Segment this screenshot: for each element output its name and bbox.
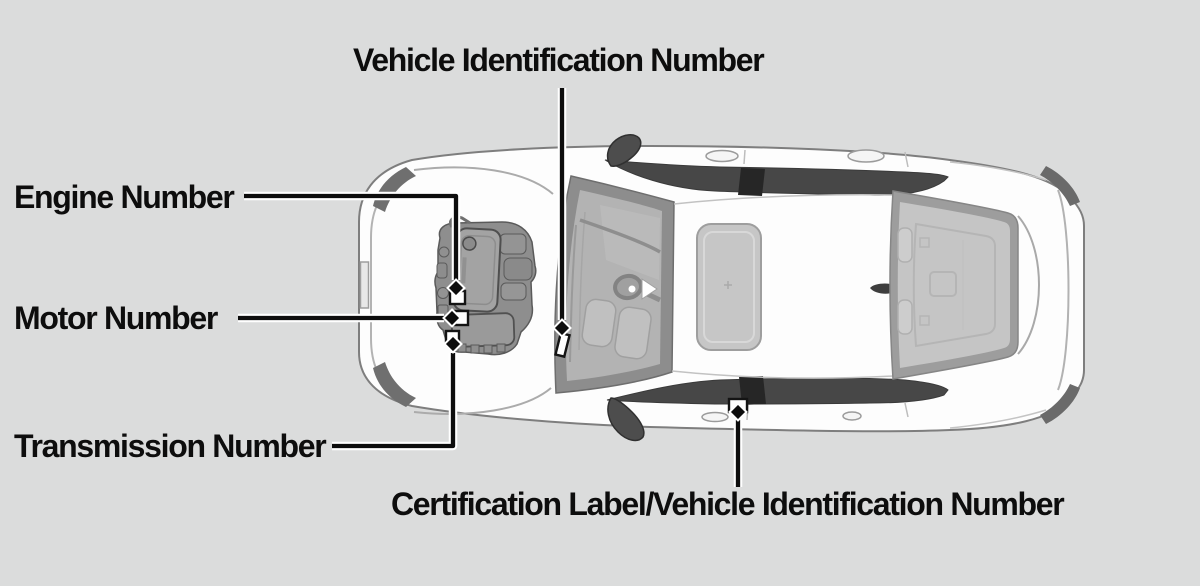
- taillight-top: [1040, 166, 1080, 206]
- hood-seam-bottom: [413, 387, 552, 415]
- console-dot: [628, 285, 636, 293]
- b-pillar-top: [738, 168, 765, 196]
- trunk-seam: [1017, 215, 1040, 355]
- side-mirror-bottom: [607, 397, 645, 442]
- callout-leader-lines: [238, 88, 743, 487]
- windshield: [554, 175, 675, 394]
- wiper-arc-2: [578, 211, 586, 351]
- rear-headrest-1: [897, 227, 913, 263]
- rear-shoulder-line-top: [949, 161, 1047, 181]
- rear-window: [889, 190, 1019, 380]
- window-band-top: [604, 159, 949, 196]
- sunroof: [696, 223, 762, 351]
- side-windows-bottom: [606, 376, 949, 423]
- location-markers: [442, 278, 748, 422]
- door-handle-top-front: [705, 149, 739, 163]
- intake-manifold-1: [499, 233, 527, 255]
- oil-cap: [462, 236, 477, 251]
- intake-manifold-2: [503, 257, 533, 281]
- sunroof-latch: [724, 281, 732, 289]
- label-certification-vin: Certification Label/Vehicle Identificati…: [391, 486, 1065, 522]
- door-handle-bottom-front: [701, 411, 729, 423]
- marker-engine-number: [446, 278, 466, 298]
- leader-engine: [244, 193, 459, 280]
- door-seam-top-2: [904, 151, 909, 168]
- side-windows-top: [604, 149, 949, 196]
- rear-shelf-clip-2: [919, 315, 930, 326]
- label-vehicle-identification-number: Vehicle Identification Number: [353, 42, 765, 78]
- hood-seam-top: [413, 166, 554, 195]
- label-transmission-number: Transmission Number: [14, 428, 327, 464]
- marker-certification-label: [728, 402, 748, 422]
- glass-reflection: [600, 205, 660, 280]
- headlight-top: [373, 167, 416, 212]
- door-seam-bottom-2: [904, 402, 909, 418]
- console-arrow: [641, 278, 658, 300]
- rear-shelf-outline: [912, 222, 996, 348]
- dashboard-edge: [579, 218, 661, 254]
- engine-part-left-2: [436, 262, 448, 279]
- rear-window-glass: [897, 202, 1010, 368]
- wiper-arc-1: [569, 224, 577, 363]
- rear-shelf-clip-1: [919, 237, 930, 248]
- window-band-bottom: [606, 377, 949, 405]
- roof-rail-bottom: [671, 370, 894, 380]
- engine-part-left-1: [438, 246, 450, 258]
- leader-transmission: [332, 353, 456, 449]
- marker-vin-windshield: [552, 318, 572, 338]
- steering-wheel: [613, 273, 643, 301]
- gearbox-rib-4: [496, 343, 506, 353]
- rear-headrest-2: [897, 299, 913, 335]
- gearbox-rib-2: [470, 344, 480, 354]
- front-license-mount: [359, 261, 370, 309]
- side-mirror-top: [606, 134, 642, 167]
- front-seat-right: [614, 306, 652, 360]
- label-motor-number: Motor Number: [14, 300, 218, 336]
- taillight-bottom: [1040, 384, 1080, 424]
- marker-motor-number: [442, 308, 462, 328]
- sunroof-inner-panel: [703, 231, 755, 343]
- engine-part-left-3: [437, 287, 449, 299]
- rear-bumper-seam: [1057, 189, 1070, 391]
- roof-rail-top: [673, 194, 894, 205]
- door-handle-top-rear: [847, 149, 885, 163]
- door-handle-bottom-rear: [842, 411, 862, 421]
- cover-badge: [461, 257, 467, 284]
- door-seam-top-1: [743, 149, 746, 165]
- label-engine-number: Engine Number: [14, 179, 235, 215]
- rear-armrest: [929, 271, 957, 297]
- rear-shoulder-line-bottom: [949, 409, 1047, 429]
- front-seat-left: [581, 298, 617, 348]
- intake-manifold-3: [500, 282, 527, 301]
- gearbox-rib-3: [483, 344, 493, 354]
- b-pillar-bottom: [739, 376, 766, 405]
- headlight-bottom: [373, 362, 416, 407]
- marker-transmission-number: [443, 334, 463, 354]
